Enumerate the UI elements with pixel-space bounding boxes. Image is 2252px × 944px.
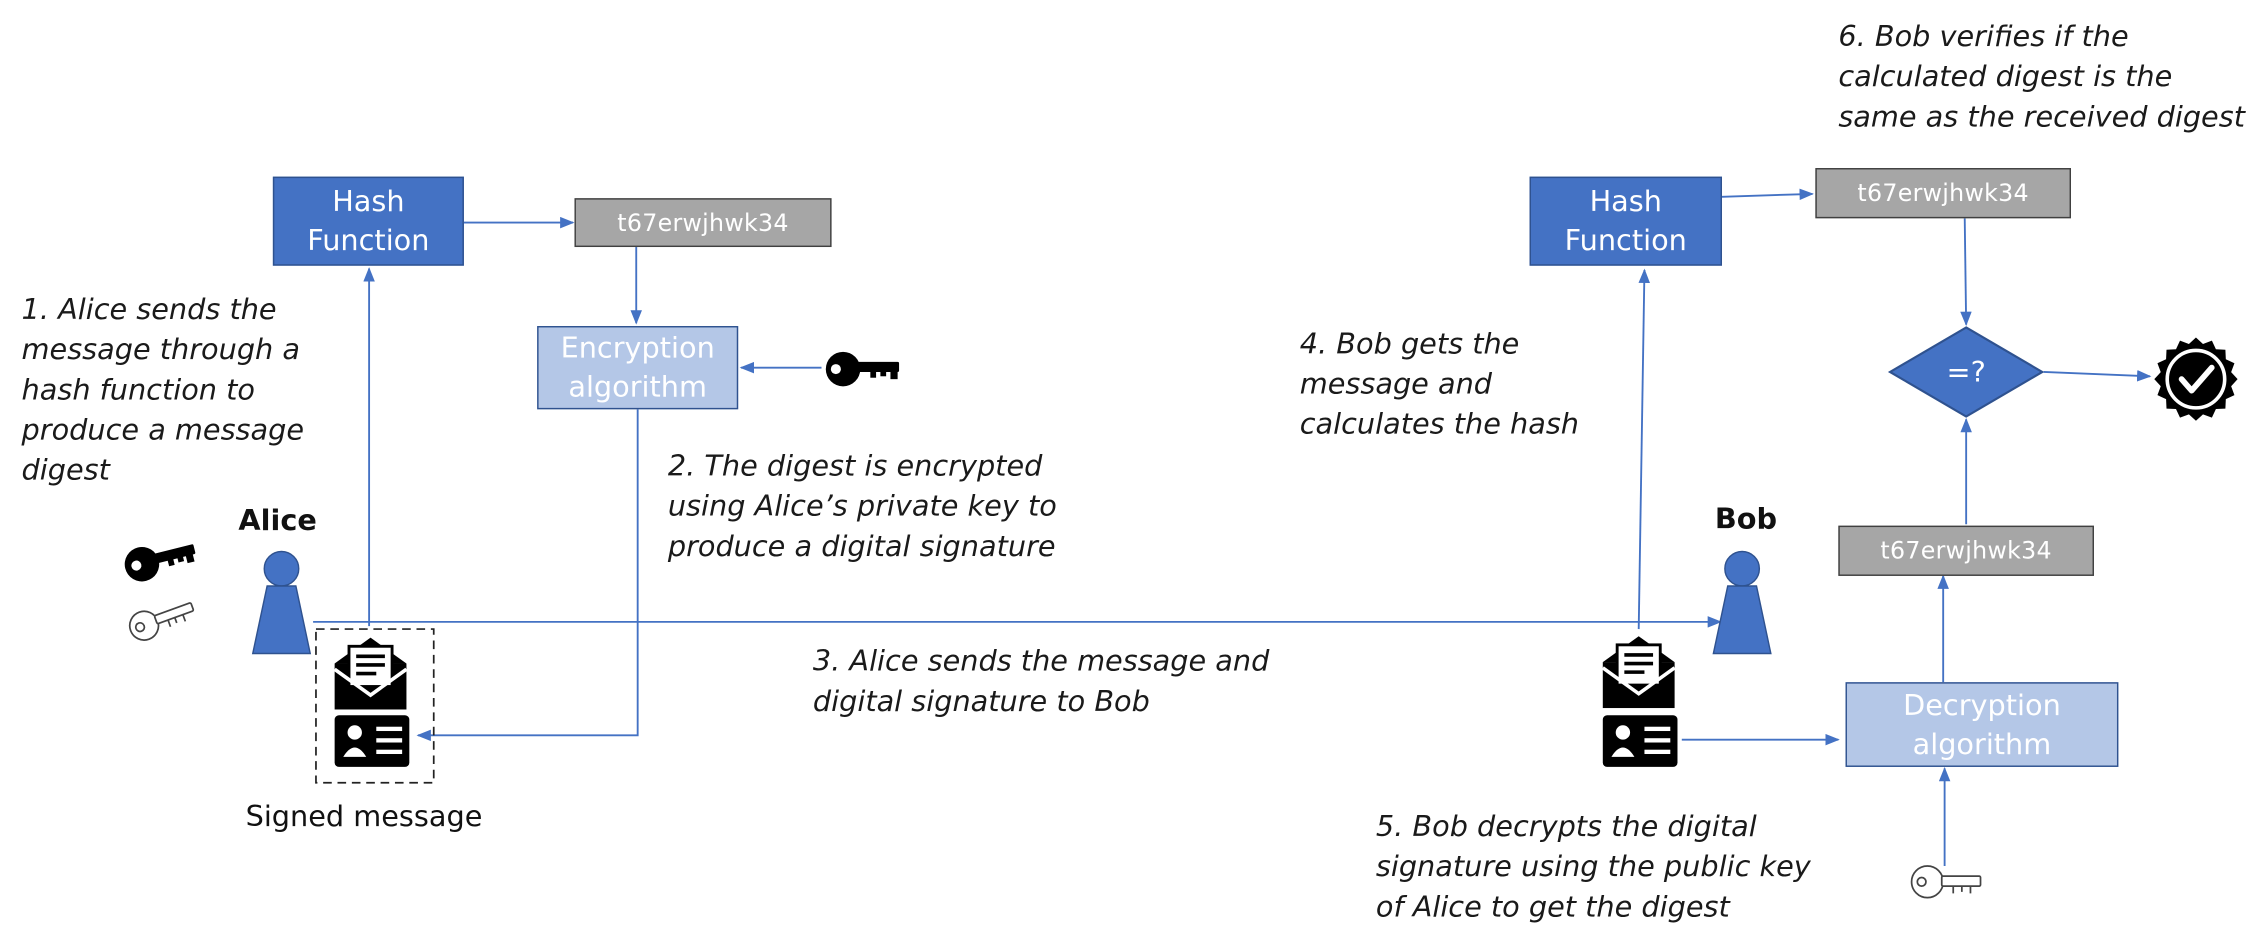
alice-hash-function-label: Hash Function (307, 183, 430, 258)
step-4-text: 4. Bob gets the message and calculates t… (1299, 326, 1580, 441)
step-6-text: 6. Bob verifies if the calculated digest… (1838, 18, 2245, 134)
alice-digest-box: t67erwjhwk34 (574, 198, 832, 248)
arrow-encryption-to-signed-message (416, 409, 639, 742)
bob-calculated-digest-label: t67erwjhwk34 (1857, 179, 2029, 207)
bob-name: Bob (1714, 501, 1778, 536)
bob-hash-function-box: Hash Function (1529, 176, 1723, 266)
bob-public-key-icon (1910, 865, 1982, 899)
bob-id-card-icon (1602, 715, 1678, 767)
encryption-algorithm-box: Encryption algorithm (537, 326, 739, 410)
signed-message-frame (315, 628, 435, 784)
alice-name: Alice (238, 502, 317, 538)
bob-person-icon (1712, 550, 1772, 655)
step-5-text: 5. Bob decrypts the digital signature us… (1375, 808, 1811, 924)
bob-received-digest-label: t67erwjhwk34 (1880, 537, 2052, 565)
black-key-icon (825, 351, 900, 387)
bob-hash-function-label: Hash Function (1564, 183, 1687, 258)
alice-public-key-icon (128, 602, 195, 641)
bob-envelope-icon (1601, 636, 1676, 709)
step-1-text: 1. Alice sends the message through a has… (21, 291, 305, 487)
arrow-digest-to-compare (1960, 218, 1972, 327)
arrow-bob-hash-to-digest (1721, 188, 1814, 201)
decryption-algorithm-label: Decryption algorithm (1903, 687, 2061, 761)
compare-diamond (1887, 326, 2045, 418)
arrow-compare-to-badge (2043, 370, 2152, 382)
bob-received-digest-box: t67erwjhwk34 (1838, 525, 2094, 576)
alice-private-key-icon (124, 544, 196, 582)
verified-badge-icon (2154, 337, 2238, 421)
compare-label: =? (1946, 354, 1986, 390)
signed-message-label: Signed message (245, 798, 483, 833)
compare-label-wrap: =? (1925, 350, 2008, 393)
step-2-text: 2. The digest is encrypted using Alice’s… (667, 448, 1057, 563)
alice-envelope-icon (333, 637, 408, 710)
alice-digest-label: t67erwjhwk34 (617, 208, 789, 237)
arrow-bob-message-to-hash (1637, 268, 1650, 630)
alice-person-icon (251, 550, 312, 655)
alice-id-card-icon (334, 715, 410, 767)
step-3-text: 3. Alice sends the message and digital s… (812, 643, 1270, 719)
alice-hash-function-box: Hash Function (272, 176, 464, 266)
encryption-algorithm-label: Encryption algorithm (560, 330, 715, 404)
bob-calculated-digest-box: t67erwjhwk34 (1815, 168, 2072, 219)
decryption-algorithm-box: Decryption algorithm (1845, 682, 2119, 767)
